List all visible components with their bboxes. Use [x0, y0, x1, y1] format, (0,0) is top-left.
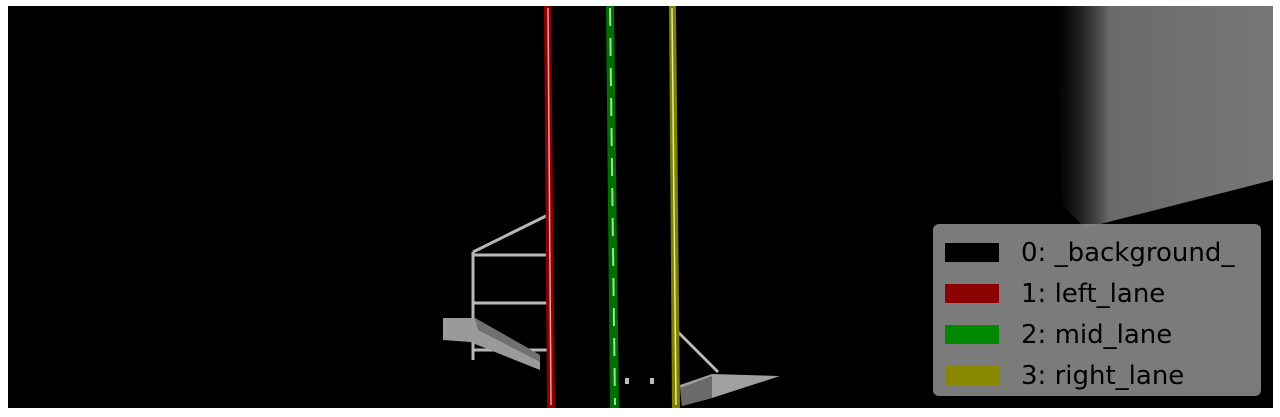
left-beam-block: [443, 318, 540, 370]
legend-item-background: 0: _background_: [945, 232, 1261, 273]
right-wall-region: [1055, 6, 1273, 228]
legend-swatch-right-lane: [945, 366, 999, 385]
legend-swatch-left-lane: [945, 284, 999, 303]
legend-swatch-mid-lane: [945, 325, 999, 344]
left-lane-line: [544, 6, 555, 408]
right-beam-dark: [680, 376, 712, 406]
right-fence-structure: [676, 330, 720, 374]
legend-item-right-lane: 3: right_lane: [945, 355, 1261, 396]
class-legend: 0: _background_ 1: left_lane 2: mid_lane…: [933, 224, 1261, 396]
legend-label-mid-lane: 2: mid_lane: [1021, 319, 1173, 350]
legend-item-left-lane: 1: left_lane: [945, 273, 1261, 314]
legend-label-right-lane: 3: right_lane: [1021, 360, 1185, 391]
left-beam-shadow: [475, 318, 540, 362]
mid-lane-line: [606, 6, 619, 408]
ground-marks: [625, 378, 654, 384]
legend-swatch-background: [945, 243, 999, 262]
legend-item-mid-lane: 2: mid_lane: [945, 314, 1261, 355]
legend-label-left-lane: 1: left_lane: [1021, 278, 1166, 309]
legend-label-background: 0: _background_: [1021, 237, 1235, 268]
right-lane-line: [669, 6, 680, 408]
